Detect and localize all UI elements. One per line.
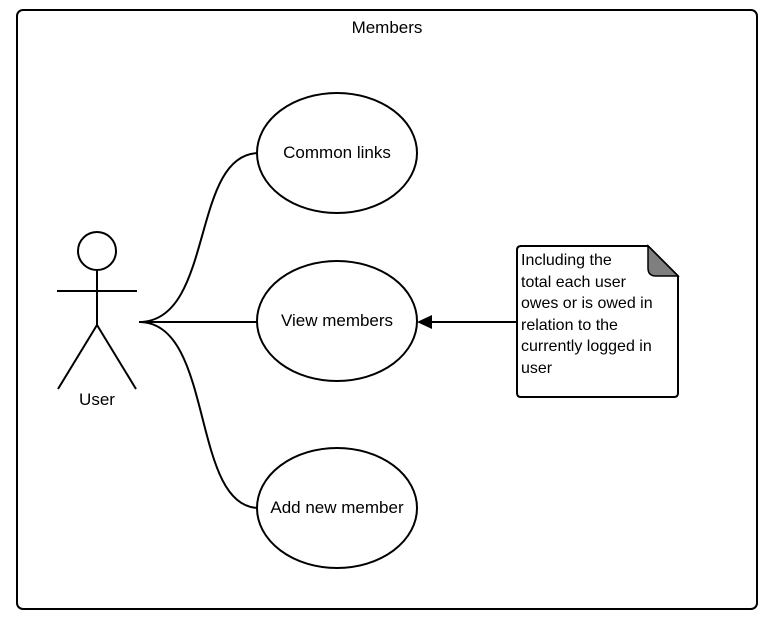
use-case-add-new-member: Add new member	[256, 447, 418, 569]
use-case-view-members: View members	[256, 260, 418, 382]
use-case-common-links: Common links	[256, 92, 418, 214]
use-case-ellipse	[256, 260, 418, 382]
actor-user	[57, 231, 137, 390]
use-case-ellipse	[256, 447, 418, 569]
actor-label: User	[79, 390, 115, 409]
actor-left-leg	[57, 324, 98, 390]
arrowhead-icon	[417, 315, 432, 329]
actor-right-leg	[96, 324, 137, 390]
note-text: Including the total each user owes or is…	[521, 252, 653, 377]
use-case-ellipse	[256, 92, 418, 214]
actor-head	[77, 231, 117, 271]
association-add-new-member	[138, 321, 260, 509]
use-case-label: Common links	[283, 143, 391, 162]
association-common-links	[138, 152, 260, 323]
note-fold-icon	[647, 244, 680, 277]
use-case-label: Add new member	[270, 498, 404, 517]
system-boundary-title: Members	[352, 18, 423, 37]
note-box	[516, 245, 679, 398]
use-case-label: View members	[281, 311, 393, 330]
